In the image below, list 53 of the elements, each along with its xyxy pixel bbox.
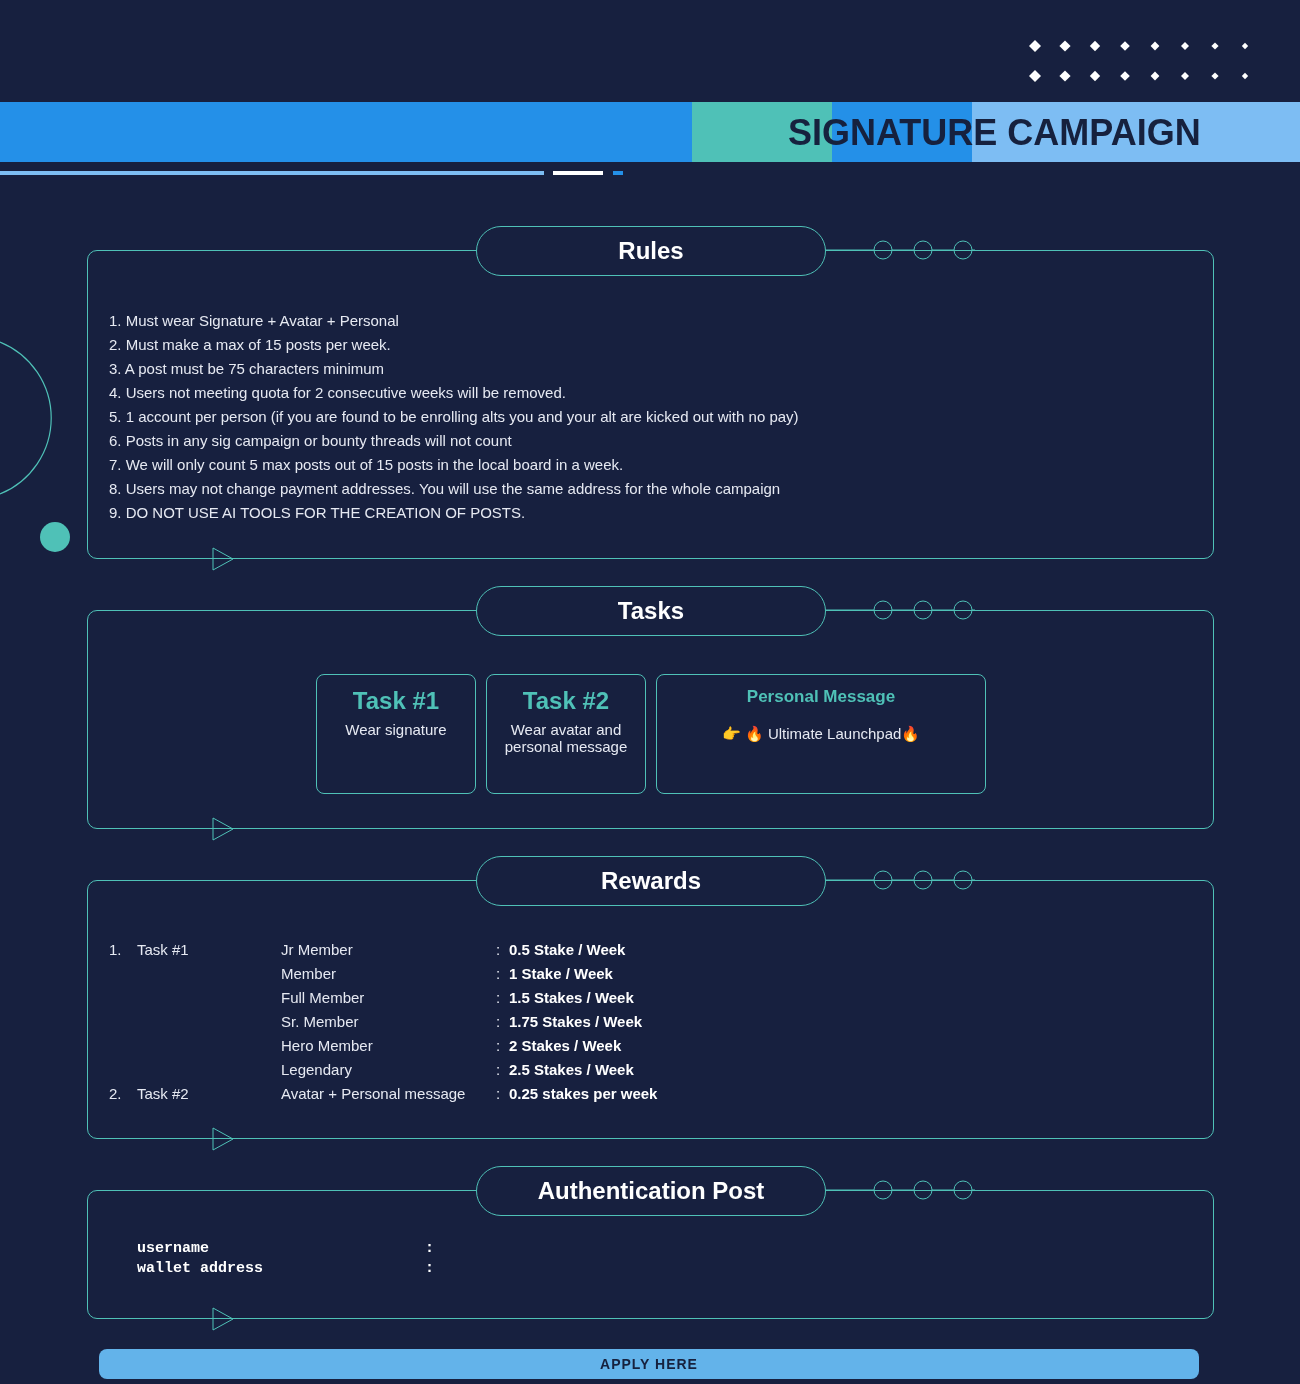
rule-text: 3. A post must be 75 characters minimum <box>109 360 385 377</box>
colon: : <box>496 941 501 958</box>
rule-text: 2. Must make a max of 15 posts per week. <box>109 336 391 353</box>
heading-pill: Authentication Post <box>476 1166 826 1216</box>
reward-value: 2.5 Stakes / Week <box>509 1061 634 1078</box>
member-rank: Jr Member <box>281 941 353 958</box>
reward-value: 1.5 Stakes / Week <box>509 989 634 1006</box>
reward-value: 0.5 Stake / Week <box>509 941 626 958</box>
colon: : <box>496 1085 501 1102</box>
rule-text: 6. Posts in any sig campaign or bounty threads will not count <box>109 432 512 449</box>
colon: : <box>496 1037 501 1054</box>
card-heading: Task #1 <box>351 687 441 715</box>
colon: : <box>425 1260 434 1277</box>
reward-value: 1.75 Stakes / Week <box>509 1013 643 1030</box>
task-card <box>316 674 476 794</box>
member-rank: Full Member <box>281 989 365 1006</box>
reward-value: 0.25 stakes per week <box>509 1085 658 1102</box>
field-label: username <box>137 1240 209 1257</box>
heading-pill: Rewards <box>476 856 826 906</box>
field-label: wallet address <box>137 1260 264 1277</box>
card-text: Wear avatar and personal message <box>503 721 629 755</box>
colon: : <box>496 989 501 1006</box>
list-number: 2. <box>109 1085 122 1102</box>
apply-button: APPLY HERE <box>99 1349 1199 1379</box>
card-heading: Personal Message <box>745 687 897 707</box>
reward-value: 1 Stake / Week <box>509 965 613 982</box>
member-rank: Avatar + Personal message <box>281 1085 466 1102</box>
card-text: 👉 🔥 Ultimate Launchpad🔥 <box>720 725 922 743</box>
task-name: Task #1 <box>137 941 189 958</box>
colon: : <box>496 1013 501 1030</box>
colon: : <box>425 1240 434 1257</box>
task-card <box>656 674 986 794</box>
colon: : <box>496 1061 501 1078</box>
member-rank: Legendary <box>281 1061 352 1078</box>
reward-value: 2 Stakes / Week <box>509 1037 622 1054</box>
task-name: Task #2 <box>137 1085 189 1102</box>
colon: : <box>496 965 501 982</box>
member-rank: Sr. Member <box>281 1013 359 1030</box>
heading-pill: Rules <box>476 226 826 276</box>
rule-text: 4. Users not meeting quota for 2 consecutive weeks will be removed. <box>109 384 566 401</box>
list-number: 1. <box>109 941 122 958</box>
rule-text: 7. We will only count 5 max posts out of 15 posts in the local board in a week. <box>109 456 624 473</box>
card-text: Wear signature <box>344 721 448 738</box>
rule-text: 1. Must wear Signature + Avatar + Personal <box>109 312 399 329</box>
member-rank: Member <box>281 965 336 982</box>
member-rank: Hero Member <box>281 1037 373 1054</box>
rule-text: 5. 1 account per person (if you are found to be enrolling alts you and your alt are kicked out with no pay) <box>109 408 799 425</box>
title: SIGNATURE CAMPAIGN <box>788 112 1201 154</box>
rule-text: 9. DO NOT USE AI TOOLS FOR THE CREATION OF POSTS. <box>109 504 526 521</box>
heading-pill: Tasks <box>476 586 826 636</box>
card-heading: Task #2 <box>521 687 611 715</box>
task-card <box>486 674 646 794</box>
rule-text: 8. Users may not change payment addresses. You will use the same address for the whole campaign <box>109 480 781 497</box>
